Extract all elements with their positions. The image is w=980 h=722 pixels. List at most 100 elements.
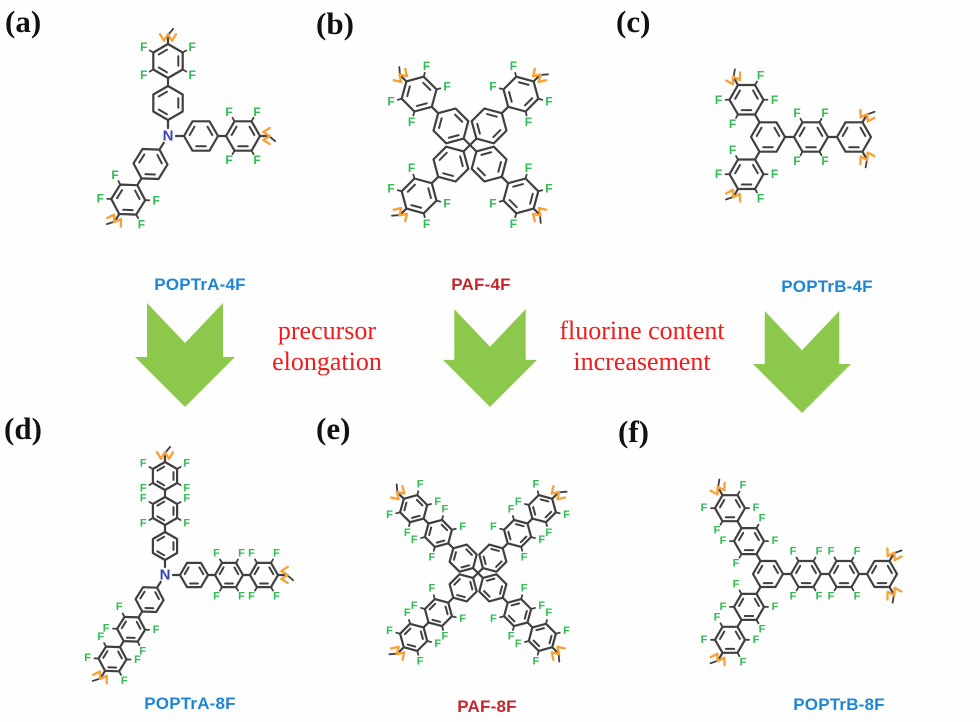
svg-text:F: F bbox=[153, 624, 160, 636]
svg-text:F: F bbox=[545, 527, 552, 539]
svg-text:F: F bbox=[759, 513, 766, 525]
svg-text:F: F bbox=[103, 622, 110, 634]
svg-text:F: F bbox=[434, 496, 441, 508]
svg-text:F: F bbox=[854, 546, 861, 558]
svg-text:F: F bbox=[153, 194, 160, 208]
svg-text:F: F bbox=[515, 496, 522, 508]
svg-text:F: F bbox=[408, 115, 415, 129]
svg-text:F: F bbox=[753, 634, 760, 646]
down-arrow-1 bbox=[135, 303, 235, 407]
svg-text:F: F bbox=[140, 40, 147, 54]
svg-text:F: F bbox=[97, 192, 104, 206]
svg-text:F: F bbox=[701, 634, 708, 646]
svg-text:F: F bbox=[442, 503, 449, 515]
down-arrow-3 bbox=[753, 311, 851, 413]
svg-text:F: F bbox=[386, 625, 393, 637]
molecule-name-poptra-8f: POPTrA-8F bbox=[144, 694, 236, 713]
svg-text:F: F bbox=[189, 68, 196, 82]
svg-text:F: F bbox=[417, 656, 424, 668]
svg-text:F: F bbox=[538, 600, 545, 612]
svg-text:F: F bbox=[139, 645, 146, 657]
svg-text:F: F bbox=[533, 479, 540, 491]
svg-text:F: F bbox=[138, 217, 145, 231]
svg-text:F: F bbox=[417, 479, 424, 491]
svg-text:F: F bbox=[733, 558, 740, 570]
svg-text:F: F bbox=[790, 546, 797, 558]
svg-text:F: F bbox=[828, 546, 835, 558]
svg-text:F: F bbox=[508, 631, 515, 643]
svg-text:F: F bbox=[757, 192, 764, 206]
svg-text:F: F bbox=[429, 582, 436, 594]
svg-text:F: F bbox=[521, 552, 528, 564]
svg-text:F: F bbox=[423, 59, 430, 73]
svg-text:F: F bbox=[434, 638, 441, 650]
svg-text:F: F bbox=[759, 623, 766, 635]
svg-text:F: F bbox=[772, 535, 779, 547]
svg-text:F: F bbox=[140, 68, 147, 82]
svg-text:F: F bbox=[545, 95, 552, 109]
svg-text:F: F bbox=[408, 161, 415, 175]
svg-text:F: F bbox=[387, 181, 394, 195]
svg-text:F: F bbox=[253, 153, 260, 167]
svg-text:F: F bbox=[238, 591, 245, 603]
svg-text:F: F bbox=[213, 547, 220, 559]
svg-text:F: F bbox=[714, 525, 721, 537]
svg-text:F: F bbox=[140, 483, 147, 495]
panel-label-e: (e) bbox=[316, 411, 351, 446]
svg-text:F: F bbox=[521, 582, 528, 594]
svg-text:F: F bbox=[111, 168, 118, 182]
svg-text:F: F bbox=[183, 483, 190, 495]
panel-label-d: (d) bbox=[4, 411, 42, 446]
svg-text:F: F bbox=[183, 458, 190, 470]
svg-text:F: F bbox=[404, 527, 411, 539]
svg-text:F: F bbox=[248, 547, 255, 559]
svg-text:F: F bbox=[508, 503, 515, 515]
annotation-line: precursor bbox=[277, 316, 377, 345]
svg-text:F: F bbox=[771, 167, 778, 181]
svg-text:F: F bbox=[183, 518, 190, 530]
svg-text:F: F bbox=[720, 535, 727, 547]
svg-text:F: F bbox=[563, 509, 570, 521]
svg-text:F: F bbox=[510, 59, 517, 73]
molecule-name-poptra-4f: POPTrA-4F bbox=[154, 275, 246, 294]
svg-text:F: F bbox=[386, 509, 393, 521]
svg-text:F: F bbox=[729, 117, 736, 131]
svg-text:F: F bbox=[533, 656, 540, 668]
svg-text:F: F bbox=[387, 95, 394, 109]
annotation-line: elongation bbox=[272, 346, 382, 376]
svg-text:F: F bbox=[525, 161, 532, 175]
panel-label-b: (b) bbox=[316, 6, 354, 41]
svg-text:F: F bbox=[733, 578, 740, 590]
annotation-line: increasement bbox=[573, 346, 711, 376]
svg-text:F: F bbox=[423, 217, 430, 231]
svg-text:F: F bbox=[84, 652, 91, 664]
svg-text:F: F bbox=[183, 493, 190, 505]
panel-label-c: (c) bbox=[616, 4, 651, 39]
molecule-name-poptrb-8f: POPTrB-8F bbox=[793, 695, 885, 714]
svg-text:F: F bbox=[189, 40, 196, 54]
svg-text:N: N bbox=[160, 567, 171, 584]
svg-text:F: F bbox=[273, 547, 280, 559]
svg-text:F: F bbox=[753, 502, 760, 514]
svg-text:F: F bbox=[821, 106, 828, 120]
svg-text:F: F bbox=[490, 613, 497, 625]
svg-text:F: F bbox=[225, 153, 232, 167]
svg-text:F: F bbox=[793, 154, 800, 168]
svg-text:F: F bbox=[771, 93, 778, 107]
svg-text:F: F bbox=[443, 196, 450, 210]
svg-text:F: F bbox=[489, 80, 496, 94]
svg-text:F: F bbox=[140, 518, 147, 530]
molecule-name-paf-4f: PAF-4F bbox=[451, 275, 511, 294]
svg-text:F: F bbox=[442, 631, 449, 643]
svg-text:F: F bbox=[510, 217, 517, 231]
svg-text:F: F bbox=[140, 458, 147, 470]
annotation-line: fluorine content bbox=[559, 316, 725, 345]
svg-text:F: F bbox=[238, 547, 245, 559]
svg-text:F: F bbox=[854, 591, 861, 603]
svg-text:F: F bbox=[253, 105, 260, 119]
svg-text:F: F bbox=[757, 69, 764, 83]
